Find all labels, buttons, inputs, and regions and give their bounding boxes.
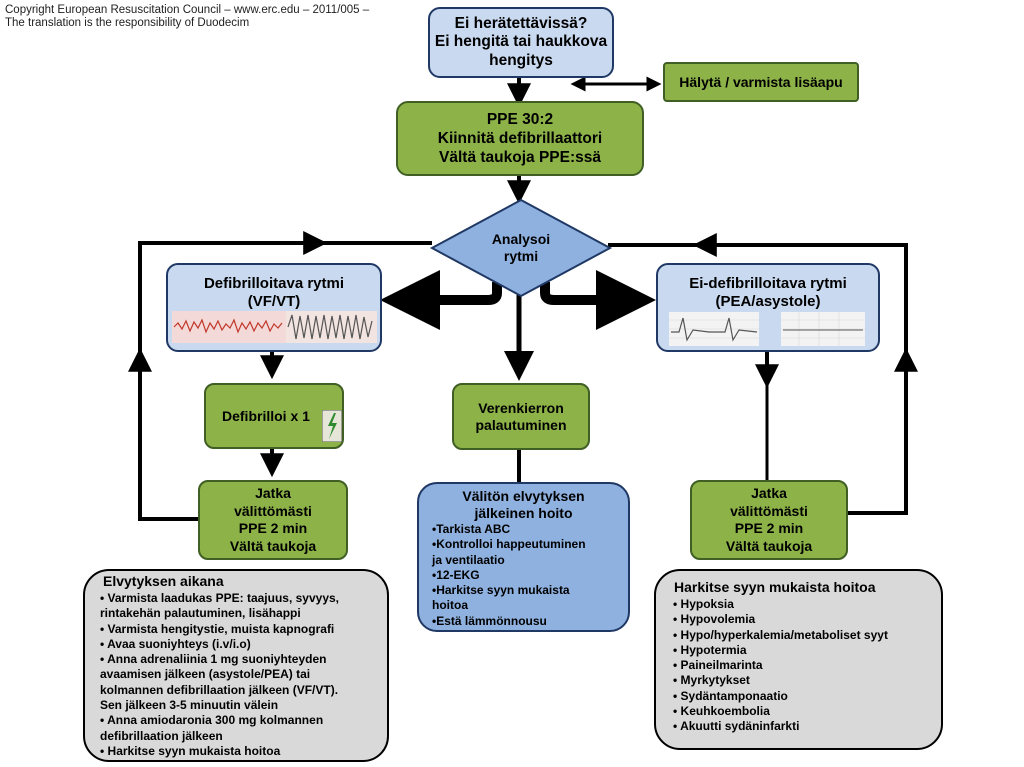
nonshockable-line-1: Ei-defibrilloitava rytmi bbox=[689, 275, 847, 292]
post-care-list: •Tarkista ABC •Kontrolloi happeutuminen … bbox=[432, 522, 628, 629]
list-item: Sen jälkeen 3-5 minuutin välein bbox=[100, 698, 279, 713]
pea-asystole-ecg-strip bbox=[669, 312, 865, 346]
unresponsive-line-2: Ei hengitä tai haukkova bbox=[434, 33, 608, 51]
resume-left-line-3: PPE 2 min bbox=[238, 520, 308, 536]
unresponsive-box: Ei herätettävissä? Ei hengitä tai haukko… bbox=[428, 7, 614, 78]
unresponsive-line-3: hengitys bbox=[489, 51, 553, 69]
resume-left-line-1: Jatka bbox=[255, 485, 291, 501]
post-care-title-2: jälkeinen hoito bbox=[474, 505, 573, 521]
list-item: • Harkitse syyn mukaista hoitoa bbox=[100, 743, 281, 758]
arrow-analyse-to-nonshockable bbox=[540, 270, 657, 330]
copyright-notice: Copyright European Resuscitation Council… bbox=[5, 4, 369, 30]
defibrillate-box: Defibrilloi x 1 bbox=[204, 383, 344, 449]
resume-cpr-left-box: Jatka välittömästi PPE 2 min Vältä tauko… bbox=[198, 480, 348, 560]
analyse-diamond-shape bbox=[429, 198, 613, 298]
list-item: • Sydäntamponaatio bbox=[673, 688, 788, 703]
list-item: •Estä lämmönnousu bbox=[432, 613, 547, 628]
cpr-line-1: PPE 30:2 bbox=[486, 111, 554, 128]
call-for-help-label: Hälytä / varmista lisäapu bbox=[679, 73, 843, 90]
list-item: • Myrkytykset bbox=[673, 673, 750, 688]
resume-right-line-3: PPE 2 min bbox=[734, 520, 804, 536]
list-item: • Varmista laadukas PPE: taajuus, syvyys… bbox=[100, 591, 339, 605]
copyright-line-2: The translation is the responsibility of… bbox=[5, 17, 250, 29]
resume-left-line-2: välittömästi bbox=[234, 502, 312, 519]
post-resuscitation-care-box: Välitön elvytyksen jälkeinen hoito bbox=[417, 482, 630, 632]
cpr-line-2: Kiinnitä defibrillaattori bbox=[437, 130, 603, 147]
analyse-line-2: rytmi bbox=[503, 248, 539, 264]
list-item: • Varmista hengitystie, muista kapnograf… bbox=[100, 621, 335, 636]
during-cpr-title: Elvytyksen aikana bbox=[103, 573, 224, 589]
list-item: kolmannen defibrillaation jälkeen (VF/VT… bbox=[100, 682, 339, 697]
during-cpr-list: • Varmista laadukas PPE: taajuus, syvyys… bbox=[100, 591, 385, 759]
shockable-line-2: (VF/VT) bbox=[247, 293, 301, 310]
rosc-line-2: palautuminen bbox=[475, 416, 567, 433]
list-item: •Harkitse syyn mukaista bbox=[432, 583, 570, 598]
shockable-line-1: Defibrilloitava rytmi bbox=[203, 275, 345, 292]
list-item: • Anna adrenaliinia 1 mg suoniyhteyden bbox=[100, 652, 327, 667]
list-item: •12-EKG bbox=[432, 567, 480, 582]
list-item: • Hypoksia bbox=[673, 597, 734, 611]
resume-right-line-4: Vältä taukoja bbox=[725, 537, 813, 554]
list-item: • Avaa suoniyhteys (i.v/i.o) bbox=[100, 636, 251, 651]
call-for-help-box: Hälytä / varmista lisäapu bbox=[663, 62, 859, 102]
arrow-analyse-to-shockable bbox=[379, 270, 502, 330]
cpr-box: PPE 30:2 Kiinnitä defibrillaattori Vältä… bbox=[396, 101, 644, 176]
resume-cpr-right-box: Jatka välittömästi PPE 2 min Vältä tauko… bbox=[690, 480, 848, 560]
reversible-causes-box bbox=[654, 569, 943, 750]
list-item: • Anna amiodaronia 300 mg kolmannen bbox=[100, 713, 324, 728]
defibrillate-label: Defibrilloi x 1 bbox=[222, 407, 310, 424]
list-item: hoitoa bbox=[432, 598, 468, 613]
nonshockable-line-2: (PEA/asystole) bbox=[715, 293, 821, 310]
cpr-line-3: Vältä taukoja PPE:ssä bbox=[439, 149, 601, 166]
list-item: •Tarkista ABC bbox=[432, 522, 511, 536]
list-item: defibrillaation jälkeen bbox=[100, 728, 223, 743]
rosc-box: Verenkierron palautuminen bbox=[452, 383, 590, 450]
vf-vt-ecg-strip bbox=[172, 311, 377, 343]
list-item: • Keuhkoembolia bbox=[673, 704, 770, 719]
reversible-causes-list: • Hypoksia • Hypovolemia • Hypo/hyperkal… bbox=[673, 597, 938, 735]
list-item: •Kontrolloi happeutuminen bbox=[432, 537, 586, 552]
reversible-causes-title: Harkitse syyn mukaista hoitoa bbox=[674, 579, 876, 595]
rosc-line-1: Verenkierron bbox=[478, 399, 564, 416]
list-item: ja ventilaatio bbox=[432, 552, 505, 567]
resume-right-line-1: Jatka bbox=[751, 485, 787, 501]
during-cpr-box bbox=[83, 569, 389, 762]
analyse-line-1: Analysoi bbox=[491, 231, 551, 247]
list-item: • Hypo/hyperkalemia/metaboliset syyt bbox=[673, 627, 888, 642]
list-item: • Hypovolemia bbox=[673, 612, 756, 627]
copyright-line-1: Copyright European Resuscitation Council… bbox=[5, 4, 370, 16]
resume-left-line-4: Vältä taukoja bbox=[229, 537, 317, 554]
list-item: • Paineilmarinta bbox=[673, 658, 763, 673]
list-item: • Akuutti sydäninfarkti bbox=[673, 719, 800, 734]
list-item: avaamisen jälkeen (asystole/PEA) tai bbox=[100, 667, 311, 682]
analyse-rhythm-label: Analysoi rytmi bbox=[470, 228, 572, 268]
list-item: • Hypotermia bbox=[673, 642, 747, 657]
list-item: rintakehän palautuminen, lisähappi bbox=[100, 606, 301, 621]
shock-icon bbox=[322, 410, 342, 442]
unresponsive-line-1: Ei herätettävissä? bbox=[454, 14, 588, 32]
resume-right-line-2: välittömästi bbox=[730, 502, 808, 519]
post-care-title-1: Välitön elvytyksen bbox=[462, 488, 585, 504]
